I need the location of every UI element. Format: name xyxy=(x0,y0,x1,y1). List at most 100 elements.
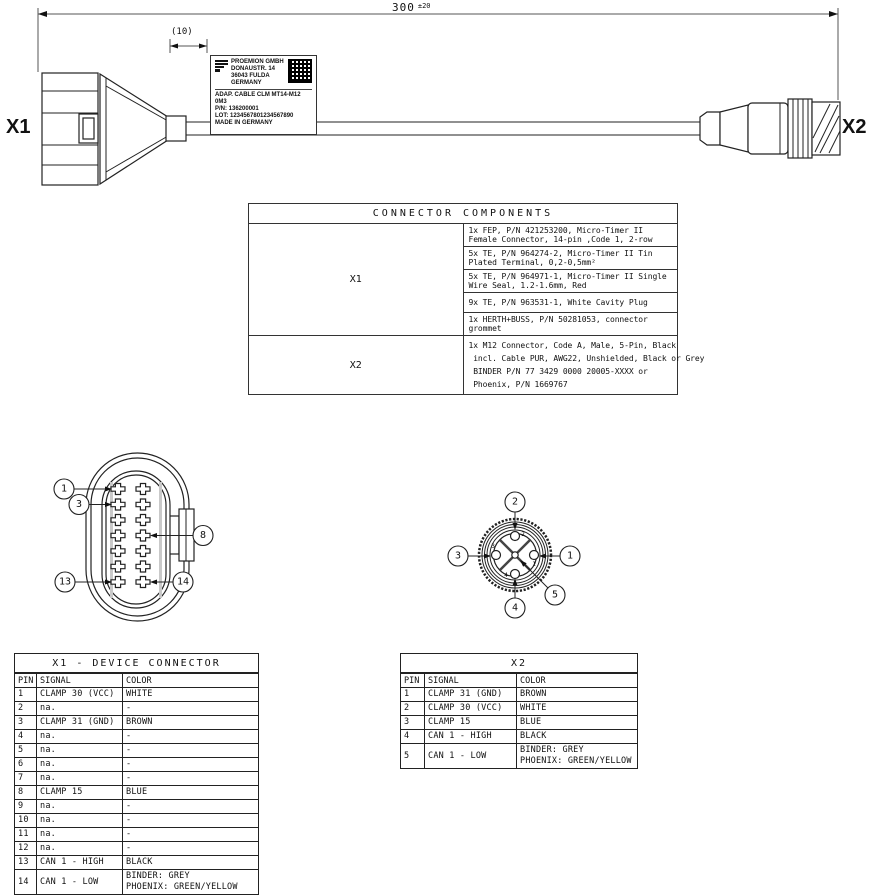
pin-cell: 7 xyxy=(14,771,37,786)
svg-text:4: 4 xyxy=(512,603,518,614)
x1-table-title: X1 - DEVICE CONNECTOR xyxy=(13,653,260,674)
signal-cell: CAN 1 - LOW xyxy=(424,743,517,769)
signal-cell: na. xyxy=(36,757,123,772)
proemion-logo xyxy=(215,59,228,87)
x1-callout-1: 1 xyxy=(53,478,112,500)
x2-table-title: X2 xyxy=(399,653,639,674)
svg-text:13: 13 xyxy=(59,577,71,588)
pin-cell: 9 xyxy=(14,799,37,814)
label-address-block: PROEMION GMBH DONAUSTR. 14 36043 FULDA G… xyxy=(231,59,285,87)
signal-cell: na. xyxy=(36,813,123,828)
signal-cell: CLAMP 15 xyxy=(424,715,517,730)
pin-cell: 1 xyxy=(400,687,425,702)
component-description: 5x TE, P/N 964971-1, Micro-Timer II Sing… xyxy=(462,269,678,293)
svg-text:2: 2 xyxy=(512,497,518,508)
signal-cell: CLAMP 31 (GND) xyxy=(424,687,517,702)
column-header-pin: PIN xyxy=(400,672,425,688)
color-cell: BROWN xyxy=(515,687,639,702)
pin-cell: 10 xyxy=(14,813,37,828)
components-x1-label: X1 xyxy=(248,223,464,336)
color-cell: - xyxy=(121,841,260,856)
pin-cell: 4 xyxy=(400,729,425,744)
signal-cell: CLAMP 31 (GND) xyxy=(36,715,123,730)
color-cell: - xyxy=(121,757,260,772)
label-lot: LOT: 1234567801234567890 xyxy=(215,113,294,119)
component-row: 5x TE, P/N 964971-1, Micro-Timer II Sing… xyxy=(249,269,678,293)
signal-cell: na. xyxy=(36,701,123,716)
svg-text:14: 14 xyxy=(177,577,189,588)
color-cell: BLUE xyxy=(515,715,639,730)
label-address-line: GERMANY xyxy=(231,80,262,86)
x2-callout-3: 3 xyxy=(447,545,491,567)
x2-callout-4: 4 xyxy=(504,578,526,619)
label-part-number: P/N: 136200001 xyxy=(215,106,259,112)
color-cell: - xyxy=(121,799,260,814)
x2-end-label: X2 xyxy=(842,116,867,138)
overall-dimension xyxy=(37,8,839,100)
x1-pinout-table: X1 - DEVICE CONNECTOR PIN SIGNAL COLOR 1… xyxy=(13,653,260,895)
color-cell: - xyxy=(121,729,260,744)
x2-pins: 2 1 3 4 xyxy=(490,530,540,580)
color-cell: - xyxy=(121,771,260,786)
color-cell: BLUE xyxy=(121,785,260,800)
component-row: 1x HERTH+BUSS, P/N 50281053, connector g… xyxy=(249,312,678,336)
signal-cell: na. xyxy=(36,799,123,814)
datamatrix-code-icon xyxy=(288,59,312,83)
label-origin: MADE IN GERMANY xyxy=(215,120,273,126)
label-product-block: ADAP. CABLE CLM MT14-M12 0M3 P/N: 136200… xyxy=(215,89,312,127)
x1-callout-8: 8 xyxy=(150,524,214,547)
signal-cell: CAN 1 - HIGH xyxy=(36,855,123,870)
column-header-signal: SIGNAL xyxy=(424,672,517,688)
pin-cell: 2 xyxy=(400,701,425,716)
pin-cell: 12 xyxy=(14,841,37,856)
label-address-line: 36043 FULDA xyxy=(231,73,270,79)
x1-callout-14: 14 xyxy=(150,571,194,593)
pin-cell: 2 xyxy=(14,701,37,716)
column-header-color: COLOR xyxy=(515,672,639,688)
overall-length-dimension-text: 300±20 xyxy=(392,1,431,14)
pin-cell: 1 xyxy=(14,687,37,702)
svg-text:8: 8 xyxy=(200,530,206,541)
signal-cell: na. xyxy=(36,771,123,786)
column-header-color: COLOR xyxy=(121,672,260,688)
component-description: 1x M12 Connector, Code A, Male, 5-Pin, B… xyxy=(462,335,704,395)
pin-cell: 13 xyxy=(14,855,37,870)
component-description: 1x FEP, P/N 421253200, Micro-Timer II Fe… xyxy=(462,223,678,247)
x2-callout-5: 5 xyxy=(520,560,566,606)
svg-text:3: 3 xyxy=(491,543,495,550)
color-cell: BLACK xyxy=(121,855,260,870)
components-table-title: CONNECTOR COMPONENTS xyxy=(248,203,678,224)
color-cell: WHITE xyxy=(121,687,260,702)
svg-text:1: 1 xyxy=(61,484,67,495)
signal-cell: CLAMP 30 (VCC) xyxy=(36,687,123,702)
signal-cell: na. xyxy=(36,729,123,744)
label-offset-dimension xyxy=(169,39,208,53)
signal-cell: na. xyxy=(36,841,123,856)
svg-text:1: 1 xyxy=(532,561,536,568)
color-cell: - xyxy=(121,827,260,842)
x1-end-label: X1 xyxy=(6,116,31,138)
